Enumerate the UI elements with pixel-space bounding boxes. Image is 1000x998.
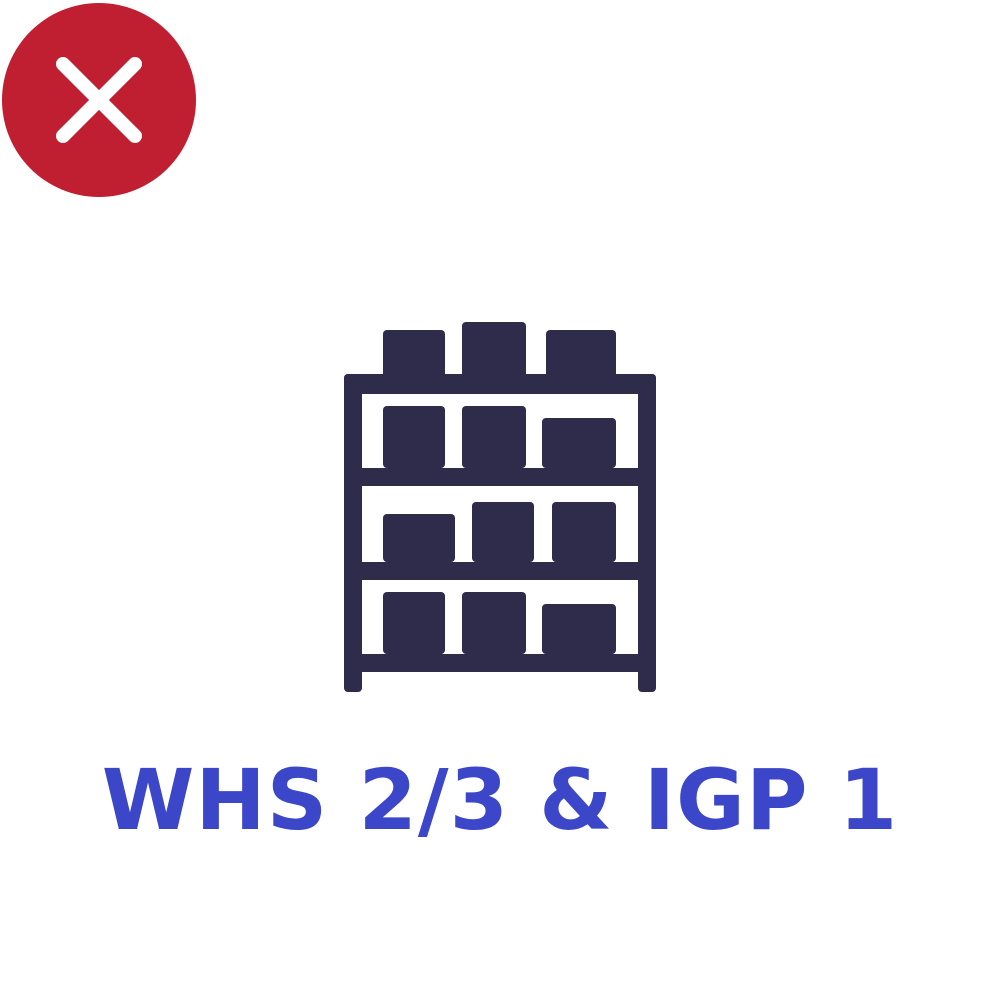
caption-text: WHS 2/3 & IGP 1 xyxy=(101,751,899,849)
close-icon xyxy=(56,57,142,143)
warehouse-shelf-icon xyxy=(340,318,660,694)
close-button[interactable] xyxy=(2,3,196,197)
